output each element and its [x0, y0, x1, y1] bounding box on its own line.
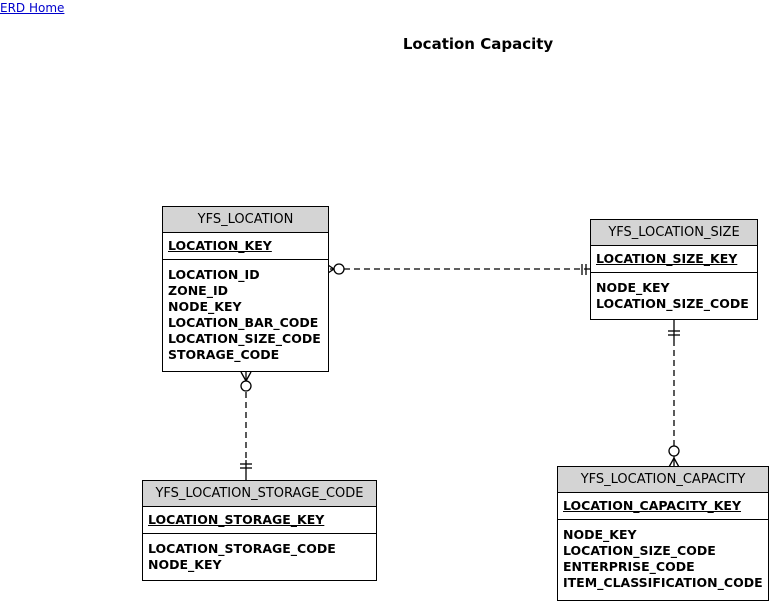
attribute: NODE_KEY — [596, 280, 670, 295]
attribute: ITEM_CLASSIFICATION_CODE — [563, 575, 763, 590]
attribute: LOCATION_SIZE_CODE — [596, 296, 749, 311]
entity-yfs-location-capacity: YFS_LOCATION_CAPACITY LOCATION_CAPACITY_… — [557, 466, 769, 601]
attribute: NODE_KEY — [168, 299, 242, 314]
erd-home-link[interactable]: ERD Home — [0, 1, 65, 15]
primary-key: LOCATION_SIZE_KEY — [591, 246, 757, 273]
page-title: Location Capacity — [402, 35, 554, 53]
attribute: ZONE_ID — [168, 283, 228, 298]
attribute: LOCATION_SIZE_CODE — [168, 331, 321, 346]
entity-name: YFS_LOCATION_SIZE — [591, 220, 757, 246]
attribute: LOCATION_ID — [168, 267, 260, 282]
primary-key: LOCATION_STORAGE_KEY — [143, 507, 376, 534]
attribute-list: NODE_KEY LOCATION_SIZE_CODE ENTERPRISE_C… — [558, 520, 768, 595]
attribute-list: LOCATION_STORAGE_CODE NODE_KEY — [143, 534, 376, 577]
attribute: NODE_KEY — [148, 557, 222, 572]
attribute: LOCATION_STORAGE_CODE — [148, 541, 336, 556]
relationship-location-to-storage-code — [240, 371, 252, 481]
entity-yfs-location-storage-code: YFS_LOCATION_STORAGE_CODE LOCATION_STORA… — [142, 480, 377, 581]
attribute: STORAGE_CODE — [168, 347, 280, 362]
entity-name: YFS_LOCATION_CAPACITY — [558, 467, 768, 493]
primary-key: LOCATION_KEY — [163, 233, 328, 260]
attribute: LOCATION_SIZE_CODE — [563, 543, 716, 558]
attribute: NODE_KEY — [563, 527, 637, 542]
attribute-list: NODE_KEY LOCATION_SIZE_CODE — [591, 273, 757, 316]
entity-name: YFS_LOCATION — [163, 207, 328, 233]
attribute-list: LOCATION_ID ZONE_ID NODE_KEY LOCATION_BA… — [163, 260, 328, 367]
relationship-location-size-to-capacity — [668, 320, 680, 468]
relationship-location-to-location-size — [324, 262, 600, 276]
entity-name: YFS_LOCATION_STORAGE_CODE — [143, 481, 376, 507]
entity-yfs-location-size: YFS_LOCATION_SIZE LOCATION_SIZE_KEY NODE… — [590, 219, 758, 320]
primary-key: LOCATION_CAPACITY_KEY — [558, 493, 768, 520]
attribute: ENTERPRISE_CODE — [563, 559, 695, 574]
entity-yfs-location: YFS_LOCATION LOCATION_KEY LOCATION_ID ZO… — [162, 206, 329, 372]
attribute: LOCATION_BAR_CODE — [168, 315, 319, 330]
